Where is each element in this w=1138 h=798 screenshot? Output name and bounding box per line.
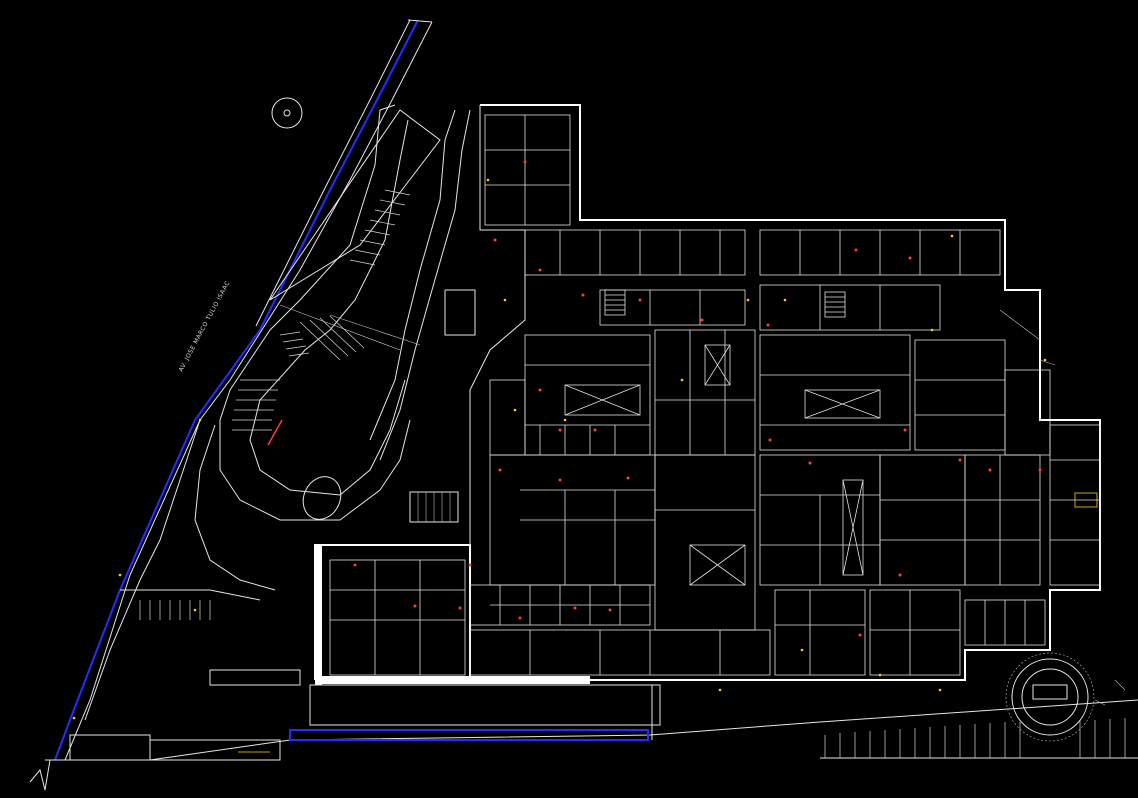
boundary-ticks bbox=[999, 309, 1126, 706]
door-markers bbox=[353, 160, 1042, 637]
stair-icon bbox=[409, 491, 459, 523]
roundabout-icon bbox=[1005, 652, 1095, 742]
south-canopy bbox=[69, 669, 661, 761]
fixture-markers bbox=[72, 178, 1047, 720]
parking-ramp bbox=[219, 104, 471, 521]
interior-rooms bbox=[329, 114, 1101, 676]
lower-ramp bbox=[84, 419, 276, 721]
north-circle-icon bbox=[271, 97, 303, 129]
main-building-outline bbox=[314, 104, 1101, 685]
site-boundary bbox=[29, 19, 1138, 791]
street-label: AV. JOSE MARCO TULIO ISAAC bbox=[178, 280, 232, 373]
east-parking bbox=[820, 718, 1138, 759]
